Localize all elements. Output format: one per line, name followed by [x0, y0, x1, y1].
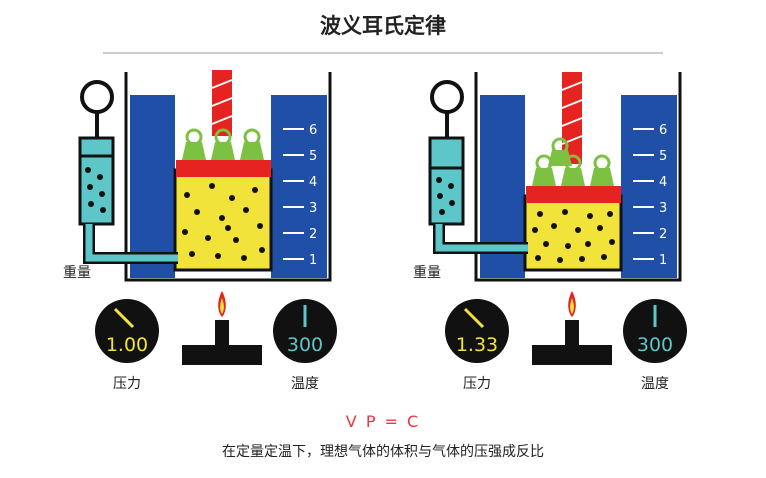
right-water-wall — [621, 95, 677, 278]
burner — [182, 291, 262, 365]
scale-tick-label: 5 — [309, 149, 317, 164]
temperature-gauge: 300 — [623, 299, 687, 363]
scale-tick-label: 3 — [659, 201, 667, 216]
scale-tick-label: 4 — [659, 175, 667, 190]
panel-left: 6 5 4 3 2 1 — [63, 70, 337, 392]
weights — [532, 137, 614, 186]
temperature-label: 温度 — [291, 376, 319, 392]
piston — [176, 160, 271, 177]
scale-tick-label: 4 — [309, 175, 317, 190]
scale-tick-label: 1 — [309, 253, 317, 268]
tank-outline — [474, 72, 682, 282]
weight-label: 重量 — [413, 265, 441, 281]
scale-tick-label: 2 — [659, 227, 667, 242]
caption: 在定量定温下，理想气体的体积与气体的压强成反比 — [222, 444, 544, 460]
weights — [182, 128, 264, 160]
scale-tick-label: 6 — [659, 123, 667, 138]
piston — [526, 186, 621, 203]
gas-molecules — [532, 209, 615, 263]
burner — [532, 291, 612, 365]
pressure-value: 1.00 — [106, 334, 148, 356]
panel-right: 6 5 4 3 2 1 1.33 — [413, 72, 687, 392]
weight-label: 重量 — [63, 265, 91, 281]
temperature-value: 300 — [287, 334, 323, 356]
temperature-gauge: 300 — [273, 299, 337, 363]
temperature-label: 温度 — [641, 376, 669, 392]
scale-tick-label: 5 — [659, 149, 667, 164]
pressure-label: 压力 — [463, 376, 491, 392]
formula: V P = C — [345, 412, 421, 431]
left-water-wall — [130, 95, 175, 278]
temperature-value: 300 — [637, 334, 673, 356]
pressure-gauge: 1.00 — [95, 299, 159, 363]
volume-scale: 6 5 4 3 2 1 — [633, 123, 667, 268]
right-water-wall — [271, 95, 327, 278]
gas-molecules — [182, 183, 265, 261]
volume-scale: 6 5 4 3 2 1 — [283, 123, 317, 268]
scale-tick-label: 2 — [309, 227, 317, 242]
tank-outline — [124, 72, 332, 282]
scale-tick-label: 6 — [309, 123, 317, 138]
scale-tick-label: 1 — [659, 253, 667, 268]
pressure-value: 1.33 — [456, 334, 498, 356]
page-title: 波义耳氏定律 — [320, 14, 446, 38]
scale-tick-label: 3 — [309, 201, 317, 216]
pressure-label: 压力 — [113, 376, 141, 392]
manometer — [78, 80, 178, 264]
pressure-gauge: 1.33 — [445, 299, 509, 363]
manometer — [428, 80, 528, 254]
